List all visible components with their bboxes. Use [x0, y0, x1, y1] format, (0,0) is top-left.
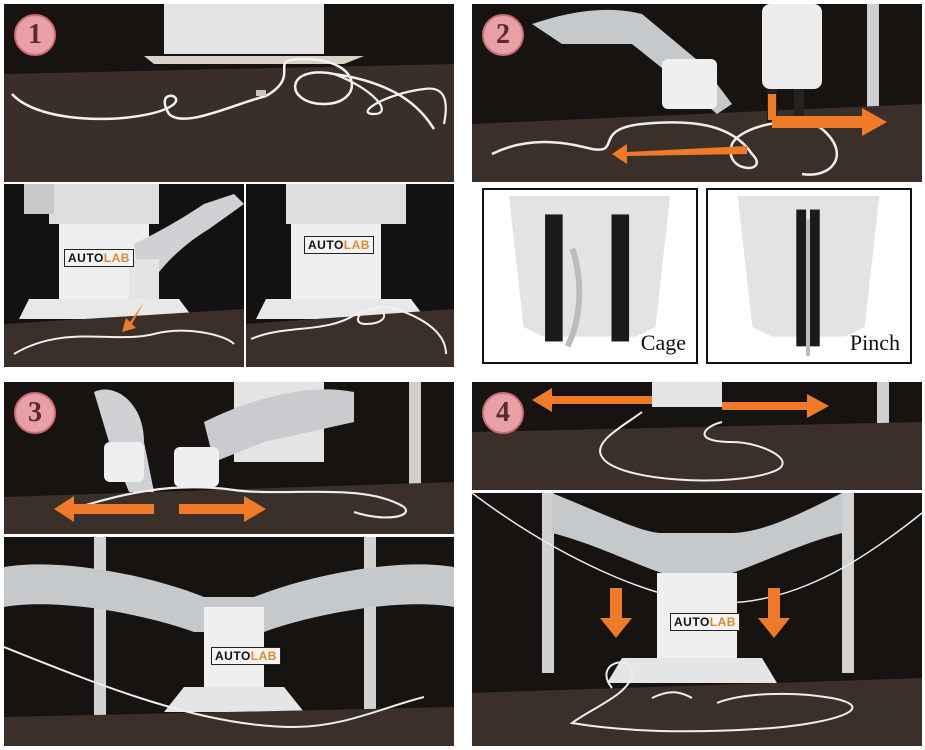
logo-prefix: AUTO [215, 649, 251, 663]
step2-scene [472, 4, 922, 182]
pinch-label: Pinch [849, 330, 900, 355]
logo-suffix: LAB [709, 615, 736, 629]
step1-photo-grasp: AUTOLAB [4, 184, 244, 367]
logo-suffix: LAB [250, 649, 277, 663]
step3-photo-separate: 3 [4, 382, 454, 534]
step4-photo-stretch: 4 [472, 382, 922, 490]
step3-photo-lifted: AUTOLAB [4, 537, 454, 746]
logo-prefix: AUTO [68, 251, 104, 265]
step1-photo-result: AUTOLAB [246, 184, 454, 367]
robot-logo: AUTOLAB [670, 613, 740, 631]
step-number-badge: 1 [14, 14, 56, 56]
pinch-gripper-illustration [708, 190, 910, 362]
gripper-pinch-photo: Pinch [706, 188, 912, 364]
cage-gripper-illustration [484, 190, 696, 362]
step3-scene [4, 382, 454, 534]
robot-logo: AUTOLAB [64, 249, 134, 267]
step1-scene [4, 4, 454, 182]
step4-photo-drop: AUTOLAB [472, 493, 922, 746]
step2-photo-arms: 2 [472, 4, 922, 182]
logo-suffix: LAB [343, 238, 370, 252]
step-number-badge: 2 [482, 14, 524, 56]
step1-grasp-scene [4, 184, 244, 367]
step3-lifted-scene [4, 537, 454, 746]
step1-result-scene [246, 184, 454, 367]
step1-photo-overview: 1 [4, 4, 454, 182]
gripper-cage-photo: Cage [482, 188, 698, 364]
logo-suffix: LAB [103, 251, 130, 265]
step-number-badge: 4 [482, 392, 524, 434]
cage-label: Cage [640, 330, 686, 355]
logo-prefix: AUTO [308, 238, 344, 252]
robot-logo: AUTOLAB [211, 647, 281, 665]
step4-scene [472, 382, 922, 490]
logo-prefix: AUTO [674, 615, 710, 629]
step-number-badge: 3 [14, 392, 56, 434]
robot-logo: AUTOLAB [304, 236, 374, 254]
